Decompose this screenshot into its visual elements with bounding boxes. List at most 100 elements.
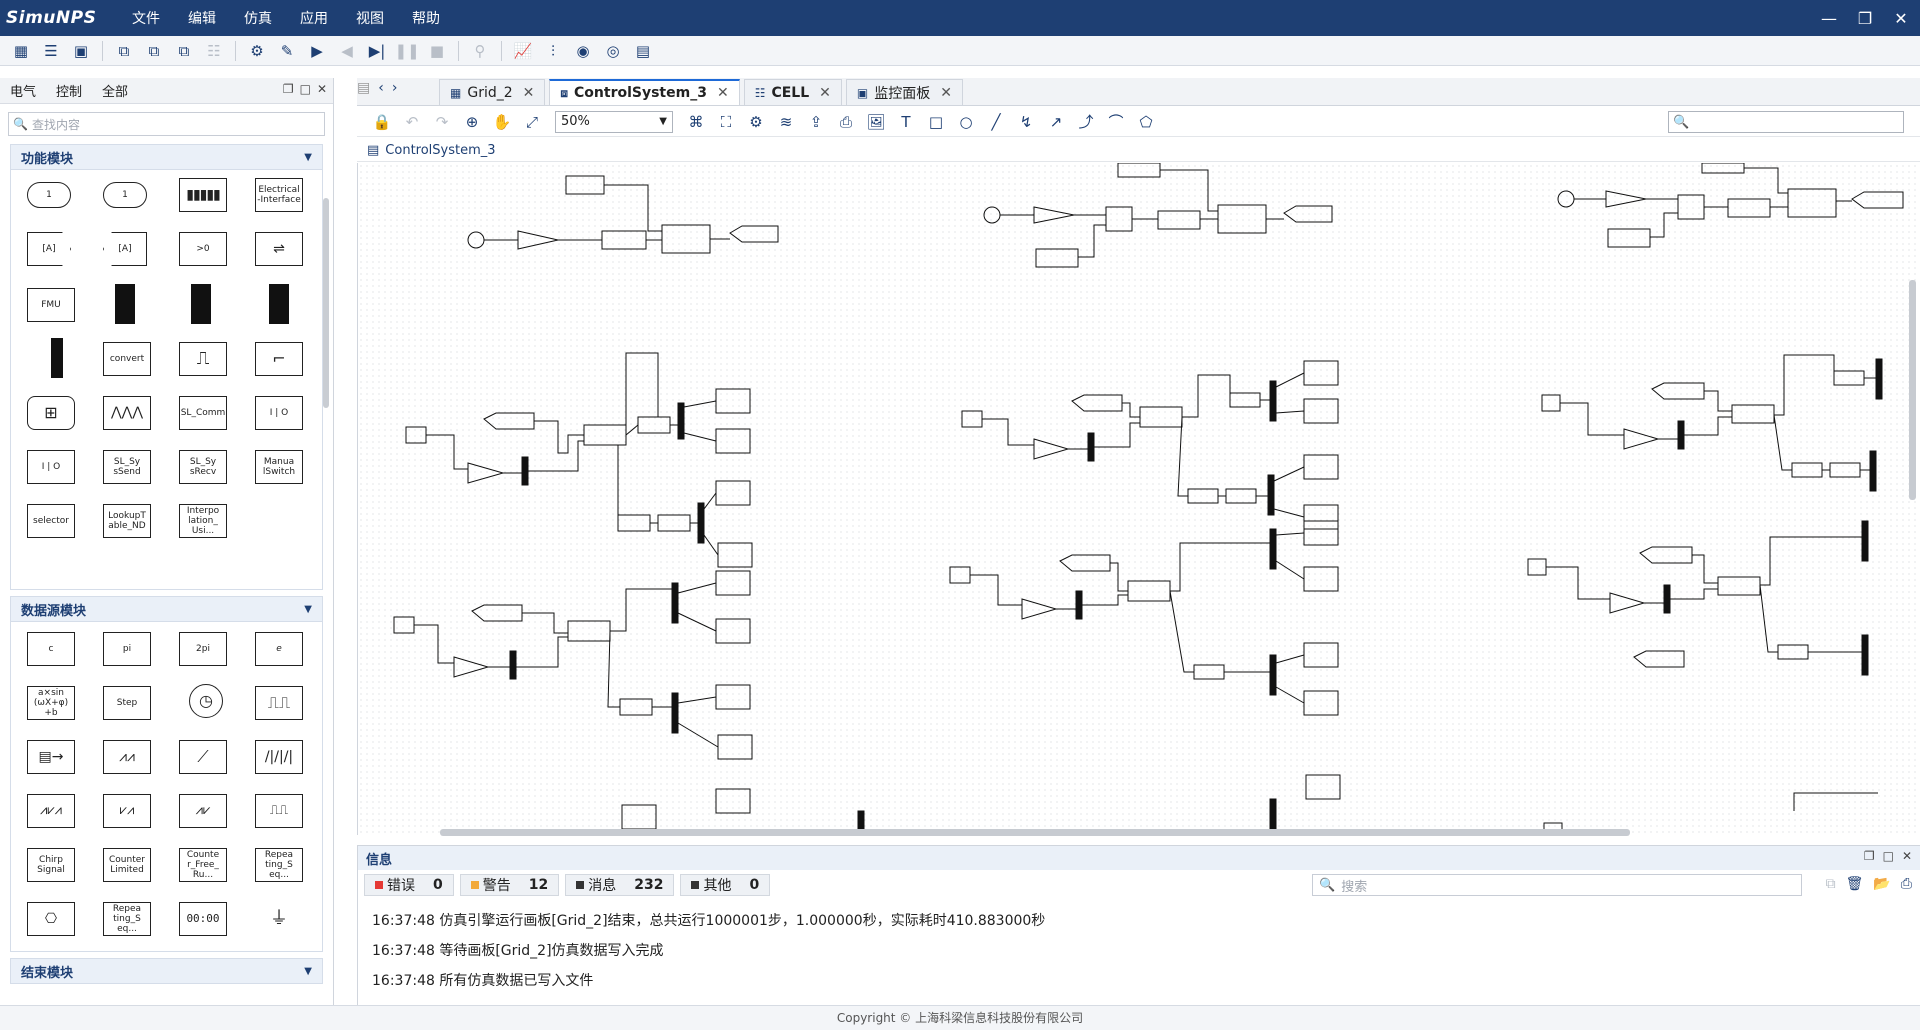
block-uniform-noise[interactable]: ⩘⩗ <box>179 794 227 828</box>
triangular-wave-block[interactable] <box>1527 558 1547 576</box>
mux-block[interactable] <box>509 650 517 680</box>
mux-block[interactable] <box>1861 520 1869 562</box>
maximize-icon[interactable]: □ <box>299 82 311 96</box>
constant-block[interactable] <box>565 175 605 195</box>
demux-block[interactable] <box>671 692 679 734</box>
maximize-icon[interactable]: □ <box>1882 849 1894 863</box>
not-block[interactable] <box>1193 664 1225 680</box>
copy-icon[interactable]: ⧉ <box>1825 876 1836 892</box>
mult-block[interactable] <box>661 224 711 254</box>
on-delay-block[interactable] <box>657 514 691 532</box>
stop-icon[interactable]: ■ <box>429 41 445 60</box>
trash-icon[interactable]: 🗑 <box>1845 876 1864 892</box>
demux-block[interactable] <box>857 810 865 835</box>
time-block[interactable] <box>1557 190 1575 208</box>
circle-icon[interactable]: ○ <box>959 112 973 131</box>
close-icon[interactable]: ✕ <box>1901 849 1912 863</box>
menu-simulate[interactable]: 仿真 <box>244 11 272 27</box>
block-sl-sys-recv[interactable]: SL_Sy sRecv <box>179 450 227 484</box>
block-step-function[interactable]: ⌐ <box>255 342 303 376</box>
mux-block[interactable] <box>1269 528 1277 570</box>
on-delay-block[interactable] <box>1225 488 1257 504</box>
gain-block[interactable] <box>1609 592 1646 614</box>
zoom-select[interactable]: 50% ▼ <box>555 110 673 133</box>
clock-icon[interactable]: ▤ <box>635 41 651 60</box>
scope-block[interactable] <box>715 684 751 710</box>
not-block[interactable] <box>1187 488 1219 504</box>
block-signal-builder[interactable]: ⎔ <box>27 902 75 936</box>
block-pulse[interactable]: ⎍ <box>179 342 227 376</box>
constant-block[interactable] <box>1701 163 1745 174</box>
tab-list-icon[interactable]: ▤ <box>357 80 371 96</box>
fit-icon[interactable]: ⤢ <box>525 112 538 131</box>
rectangle-icon[interactable]: □ <box>928 112 944 131</box>
block-electrical-interface[interactable]: Electrical -Interface <box>255 178 303 212</box>
block-fmu[interactable]: FMU <box>27 288 75 322</box>
mult-block[interactable] <box>1787 188 1837 218</box>
demux-block[interactable] <box>1269 654 1277 696</box>
scope-block[interactable] <box>715 788 751 814</box>
arc-icon[interactable]: ⌒ <box>1108 113 1124 131</box>
goto-block[interactable] <box>1851 191 1904 209</box>
tab-control[interactable]: 控制 <box>56 85 83 100</box>
undo-icon[interactable]: ↶ <box>405 112 419 131</box>
polygon-icon[interactable]: ⬠ <box>1139 112 1153 131</box>
gain-block[interactable] <box>467 462 505 484</box>
tab-all[interactable]: 全部 <box>102 85 129 100</box>
close-icon[interactable]: ✕ <box>522 84 535 101</box>
gain-block[interactable] <box>1033 438 1070 460</box>
block-clock[interactable]: ◷ <box>189 684 223 718</box>
debug-icon[interactable]: ⚲ <box>474 41 486 60</box>
info-search-input[interactable]: 🔍 搜索 <box>1312 874 1802 896</box>
block-repeating-seq-2[interactable]: Repea ting_S eq... <box>103 902 151 936</box>
menu-apps[interactable]: 应用 <box>300 11 328 27</box>
menu-help[interactable]: 帮助 <box>412 11 440 27</box>
line-icon[interactable]: ╱ <box>991 112 1001 131</box>
step-back-icon[interactable]: ◀ <box>341 41 353 60</box>
not-block[interactable] <box>619 698 653 716</box>
mux-block[interactable] <box>1677 420 1685 450</box>
paste-icon[interactable]: ⧉ <box>178 41 190 60</box>
export-icon[interactable]: ⇪ <box>809 112 823 131</box>
run-icon[interactable]: ▶ <box>311 41 323 60</box>
time-block[interactable] <box>983 206 1001 224</box>
constant-block[interactable] <box>1607 228 1651 248</box>
block-ground[interactable]: ⏚ <box>255 902 303 936</box>
triangular-wave-block[interactable] <box>405 426 427 444</box>
block-counter-free-running[interactable]: Counte r_Free_ Ru... <box>179 848 227 882</box>
tab-cell[interactable]: ☷ CELL ✕ <box>743 79 842 105</box>
from-block[interactable] <box>1059 554 1111 572</box>
tab-electrical[interactable]: 电气 <box>10 85 37 100</box>
block-sl-sys-send[interactable]: SL_Sy sSend <box>103 450 151 484</box>
scope-block[interactable] <box>1303 454 1339 480</box>
breadcrumb-item[interactable]: ControlSystem_3 <box>385 143 496 158</box>
scope-block[interactable] <box>1303 642 1339 668</box>
category-data-source-blocks[interactable]: 数据源模块 ▼ <box>10 596 323 622</box>
demux-block[interactable] <box>1861 634 1869 676</box>
new-icon[interactable]: ⧉ <box>118 41 130 60</box>
print-icon[interactable]: ⎙ <box>839 112 852 131</box>
mux-block[interactable] <box>1663 584 1671 614</box>
block-repeating-sequence[interactable]: /|/|/| <box>255 740 303 774</box>
block-constant-c[interactable]: c <box>27 632 75 666</box>
menu-edit[interactable]: 编辑 <box>188 11 216 27</box>
block-selector[interactable]: selector <box>27 504 75 538</box>
block-counter-limited[interactable]: Counter Limited <box>103 848 151 882</box>
close-icon[interactable]: ✕ <box>819 84 831 101</box>
constant-block[interactable] <box>1035 248 1079 268</box>
close-icon[interactable]: ✕ <box>940 84 952 101</box>
category-end-blocks[interactable]: 结束模块 ▼ <box>10 958 323 984</box>
scope-block[interactable] <box>715 480 751 506</box>
scope-block[interactable] <box>715 618 751 644</box>
monitor-icon[interactable]: ◉ <box>576 41 590 60</box>
pause-icon[interactable]: ❚❚ <box>394 41 420 60</box>
block-sl-comm[interactable]: SL_Comm <box>179 396 227 430</box>
block-digital-clock[interactable]: 00:00 <box>179 902 227 936</box>
sin-block[interactable] <box>601 230 647 250</box>
record-icon[interactable]: ◎ <box>606 41 620 60</box>
block-random-noise[interactable]: ⩘⩗⩘ <box>27 794 75 828</box>
close-icon[interactable]: ✕ <box>716 85 729 101</box>
demux-block[interactable] <box>1267 474 1275 516</box>
scope-block[interactable] <box>717 734 753 760</box>
scope-block[interactable] <box>1303 520 1339 546</box>
